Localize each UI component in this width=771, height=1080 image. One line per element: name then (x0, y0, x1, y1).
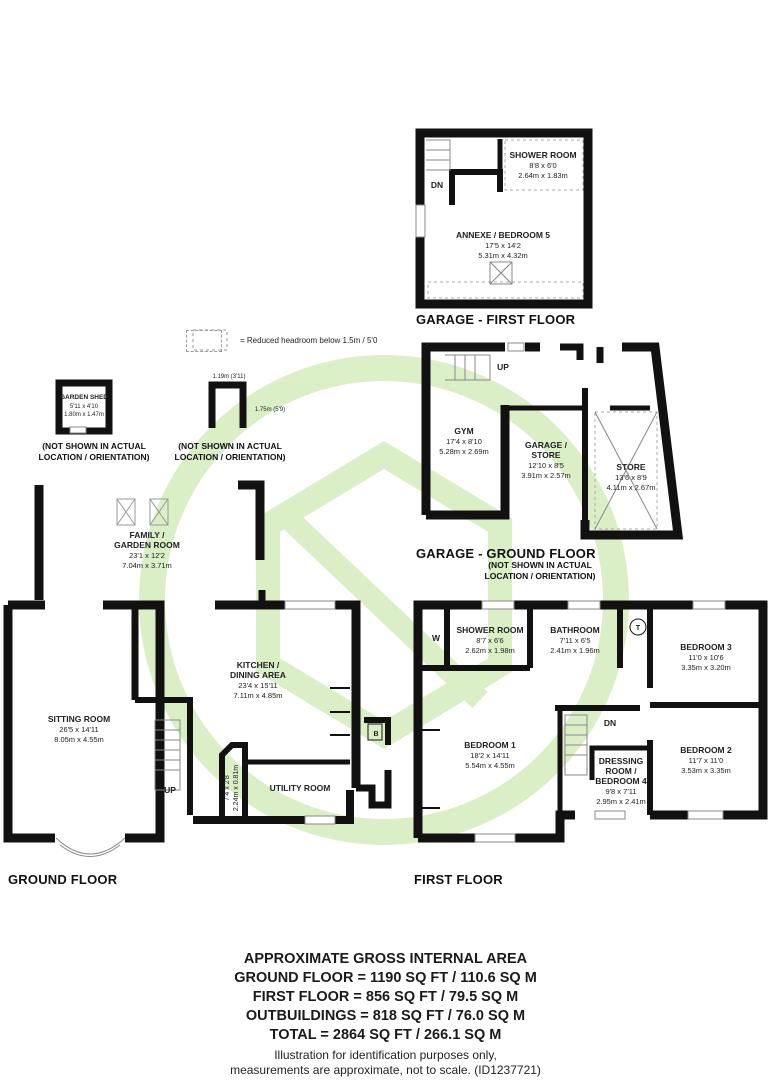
svg-text:ROOM /: ROOM / (605, 766, 637, 776)
svg-text:8.05m x 4.55m: 8.05m x 4.55m (54, 735, 104, 744)
stair-up-garage: UP (497, 362, 509, 372)
svg-text:5.54m x 4.55m: 5.54m x 4.55m (465, 761, 515, 770)
svg-text:18'2 x 14'11: 18'2 x 14'11 (470, 751, 509, 760)
stair-dn-first: DN (604, 718, 616, 728)
note-outbuilding: (NOT SHOWN IN ACTUAL LOCATION / ORIENTAT… (174, 441, 286, 462)
svg-text:23'1 x 12'2: 23'1 x 12'2 (129, 551, 165, 560)
svg-text:STORE: STORE (531, 450, 560, 460)
note-garden-shed: (NOT SHOWN IN ACTUAL LOCATION / ORIENTAT… (38, 441, 150, 462)
svg-text:5.31m x 4.32m: 5.31m x 4.32m (478, 251, 528, 260)
svg-text:8'8 x 6'0: 8'8 x 6'0 (529, 161, 556, 170)
first-floor-plan (413, 600, 768, 843)
svg-text:11'0 x 10'6: 11'0 x 10'6 (688, 653, 723, 662)
room-cupboard-imp: 7'4 x 2'8 (224, 775, 231, 801)
svg-text:5.28m x 2.69m: 5.28m x 2.69m (439, 447, 489, 456)
svg-text:2.95m x 2.41m: 2.95m x 2.41m (596, 797, 646, 806)
svg-text:2.64m x 1.83m: 2.64m x 1.83m (518, 171, 568, 180)
room-garage-store: GARAGE / (525, 440, 568, 450)
room-garden-shed: GARDEN SHED (60, 394, 108, 401)
room-bathroom: BATHROOM (550, 625, 599, 635)
reduced-headroom-swatch (186, 330, 222, 352)
legend: = Reduced headroom below 1.5m / 5'0 (186, 330, 377, 352)
room-utility: UTILITY ROOM (270, 783, 331, 793)
svg-text:11'7 x 11'0: 11'7 x 11'0 (689, 756, 724, 765)
svg-text:3.91m x 2.57m: 3.91m x 2.57m (521, 471, 571, 480)
svg-text:17'5 x 14'2: 17'5 x 14'2 (485, 241, 521, 250)
svg-text:1.80m x 1.47m: 1.80m x 1.47m (64, 412, 104, 418)
room-bedroom3: BEDROOM 3 (680, 642, 732, 652)
svg-text:12'10 x 8'5: 12'10 x 8'5 (528, 461, 564, 470)
room-family: FAMILY / (130, 530, 166, 540)
area-heading: APPROXIMATE GROSS INTERNAL AREA (243, 951, 528, 967)
stair-up-ground: UP (164, 785, 176, 795)
dim-outbuilding-width: 1.19m (3'11) (212, 374, 245, 380)
area-first: FIRST FLOOR = 856 SQ FT / 79.5 SQ M (252, 989, 519, 1005)
disclaimer-line-1: Illustration for identification purposes… (274, 1048, 497, 1062)
title-garage-first-floor: GARAGE - FIRST FLOOR (416, 312, 576, 327)
svg-text:26'5 x 14'11: 26'5 x 14'11 (59, 725, 98, 734)
svg-text:7.04m x 3.71m: 7.04m x 3.71m (122, 561, 172, 570)
svg-text:DINING AREA: DINING AREA (230, 670, 286, 680)
room-bedroom1: BEDROOM 1 (464, 740, 516, 750)
svg-text:4.11m x 2.67m: 4.11m x 2.67m (606, 483, 655, 492)
svg-text:8'7 x 6'6: 8'7 x 6'6 (476, 636, 503, 645)
title-ground-floor: GROUND FLOOR (8, 872, 118, 887)
svg-text:7'11 x 6'5: 7'11 x 6'5 (559, 636, 590, 645)
svg-text:17'4 x 8'10: 17'4 x 8'10 (446, 437, 482, 446)
tank-mark: T (636, 625, 641, 632)
stair-dn-garage: DN (431, 180, 443, 190)
area-summary: APPROXIMATE GROSS INTERNAL AREA GROUND F… (0, 950, 771, 1078)
wardrobe-mark: W (432, 633, 441, 643)
disclaimer-line-2: measurements are approximate, not to sca… (230, 1063, 541, 1077)
area-total: TOTAL = 2864 SQ FT / 266.1 SQ M (269, 1027, 502, 1043)
room-dressing: DRESSING (599, 756, 644, 766)
garage-ground-floor (421, 342, 684, 540)
boiler-mark: B (373, 731, 378, 738)
garage-first-floor (415, 128, 593, 309)
room-shower-garage: SHOWER ROOM (509, 150, 576, 160)
title-garage-ground-floor: GARAGE - GROUND FLOOR (416, 546, 596, 561)
dim-outbuilding-height: 1.75m (5'9) (255, 407, 285, 413)
room-cupboard-met: 2.24m x 0.81m (233, 765, 240, 811)
svg-text:5'11 x 4'10: 5'11 x 4'10 (70, 404, 99, 410)
svg-text:GARDEN ROOM: GARDEN ROOM (114, 540, 180, 550)
room-store: STORE (616, 462, 645, 472)
room-annexe: ANNEXE / BEDROOM 5 (456, 230, 550, 240)
ground-floor-plan (3, 480, 392, 857)
note-garage: (NOT SHOWN IN ACTUAL LOCATION / ORIENTAT… (484, 560, 596, 581)
legend-text: = Reduced headroom below 1.5m / 5'0 (240, 336, 378, 346)
svg-text:3.35m x 3.20m: 3.35m x 3.20m (681, 663, 731, 672)
room-bedroom2: BEDROOM 2 (680, 745, 732, 755)
room-kitchen: KITCHEN / (237, 660, 280, 670)
svg-text:2.41m x 1.96m: 2.41m x 1.96m (550, 646, 600, 655)
room-gym: GYM (454, 426, 473, 436)
outbuildings (55, 329, 247, 435)
room-shower-first: SHOWER ROOM (456, 625, 523, 635)
svg-text:23'4 x 15'11: 23'4 x 15'11 (238, 681, 277, 690)
svg-text:BEDROOM 4: BEDROOM 4 (595, 776, 647, 786)
area-ground: GROUND FLOOR = 1190 SQ FT / 110.6 SQ M (234, 970, 537, 986)
svg-text:7.11m x 4.85m: 7.11m x 4.85m (233, 691, 282, 700)
room-labels: SHOWER ROOM 8'8 x 6'0 2.64m x 1.83m ANNE… (48, 150, 732, 811)
svg-text:9'8 x 7'11: 9'8 x 7'11 (605, 787, 636, 796)
svg-text:13'6 x 8'9: 13'6 x 8'9 (615, 473, 647, 482)
title-first-floor: FIRST FLOOR (414, 872, 503, 887)
area-outbuildings: OUTBUILDINGS = 818 SQ FT / 76.0 SQ M (245, 1008, 526, 1024)
svg-text:2.62m x 1.98m: 2.62m x 1.98m (465, 646, 515, 655)
svg-text:3.53m x 3.35m: 3.53m x 3.35m (681, 766, 731, 775)
room-sitting: SITTING ROOM (48, 714, 110, 724)
